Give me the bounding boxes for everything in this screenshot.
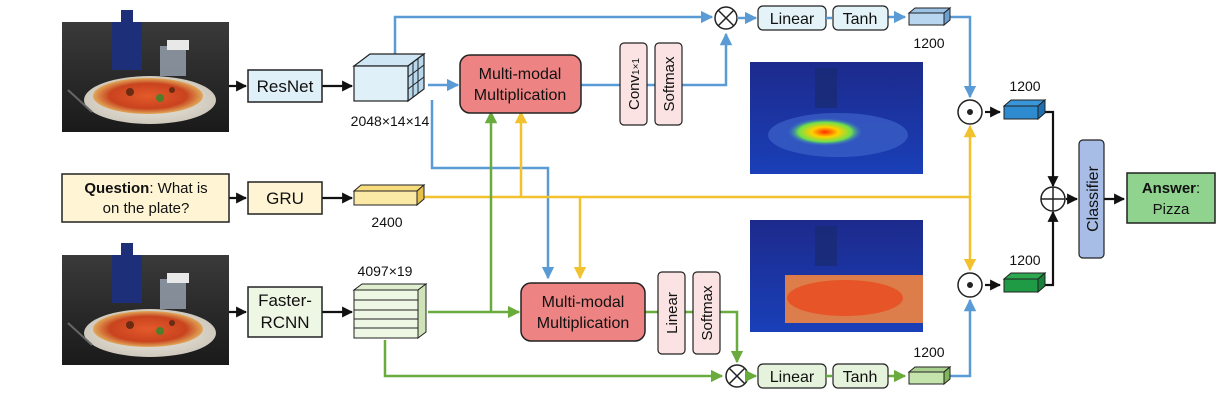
question-line2: on the plate? — [103, 200, 190, 217]
multimodal-box-top: Multi-modal Multiplication — [459, 54, 582, 114]
linear-bot-label: Linear — [770, 369, 815, 386]
mm-top-line2: Multiplication — [474, 87, 566, 104]
tanh-box-top: Tanh — [832, 5, 889, 31]
answer-line1: Answer: — [1142, 180, 1200, 197]
linear-top-label: Linear — [770, 11, 815, 28]
yellow-arrows — [420, 110, 977, 280]
dim-top-out: 1200 — [913, 35, 944, 51]
dot-node-top — [957, 99, 983, 125]
rcnn-label-line1: Faster- — [258, 291, 312, 310]
dim-mid-bottom: 1200 — [1009, 252, 1040, 268]
softmax-box-top: Softmax — [654, 42, 683, 126]
softmax-bot-label: Softmax — [699, 285, 716, 341]
conv-label: Conv1×1 — [626, 58, 643, 110]
linear-vert-label: Linear — [664, 292, 681, 334]
input-image-top — [62, 10, 229, 132]
multimodal-box-bottom: Multi-modal Multiplication — [520, 282, 646, 342]
faster-rcnn-box: Faster- RCNN — [247, 286, 323, 338]
softmax-box-bottom: Softmax — [692, 271, 721, 355]
classifier-box: Classifier — [1078, 139, 1105, 259]
vector-bottom-out — [907, 365, 952, 386]
input-image-bottom — [62, 243, 229, 365]
sum-node — [1040, 186, 1066, 212]
vector-mid-top — [1002, 98, 1047, 121]
dim-mid-top: 1200 — [1009, 78, 1040, 94]
question-box: Question: What is on the plate? — [61, 173, 230, 223]
rcnn-label-line2: RCNN — [260, 313, 309, 332]
answer-box: Answer: Pizza — [1126, 172, 1216, 224]
mm-top-line1: Multi-modal — [479, 66, 562, 83]
gru-box: GRU — [247, 181, 323, 215]
mm-bot-line1: Multi-modal — [542, 294, 625, 311]
mm-bot-line2: Multiplication — [537, 315, 629, 332]
dot-node-bottom — [957, 272, 983, 298]
dim-gru: 2400 — [371, 214, 402, 230]
dim-resnet: 2048×14×14 — [351, 113, 430, 129]
rcnn-feature-stack — [352, 283, 428, 339]
answer-line2: Pizza — [1153, 201, 1190, 218]
classifier-label: Classifier — [1085, 165, 1102, 231]
tanh-bot-label: Tanh — [843, 369, 878, 386]
linear-vertical-box: Linear — [657, 271, 686, 355]
dim-bot-out: 1200 — [913, 344, 944, 360]
resnet-feature-cube — [352, 52, 426, 103]
attention-map-grid — [750, 62, 923, 174]
dim-rcnn: 4097×19 — [358, 263, 413, 279]
gru-label: GRU — [266, 189, 304, 208]
vector-mid-bottom — [1002, 271, 1047, 294]
multiply-node-bottom — [725, 364, 749, 388]
tanh-top-label: Tanh — [843, 11, 878, 28]
vector-top-out — [907, 6, 952, 27]
softmax-top-label: Softmax — [661, 56, 678, 112]
tanh-box-bottom: Tanh — [832, 363, 889, 389]
linear-box-bottom: Linear — [757, 363, 827, 389]
attention-map-region — [750, 220, 923, 332]
conv-box: Conv1×1 — [619, 42, 648, 126]
question-feature-bar — [352, 183, 426, 207]
question-line1: Question: What is — [84, 180, 207, 197]
linear-box-top: Linear — [757, 5, 827, 31]
resnet-label: ResNet — [257, 77, 314, 96]
multiply-node-top — [714, 6, 738, 30]
black-arrows — [229, 80, 1126, 318]
resnet-box: ResNet — [247, 69, 323, 103]
